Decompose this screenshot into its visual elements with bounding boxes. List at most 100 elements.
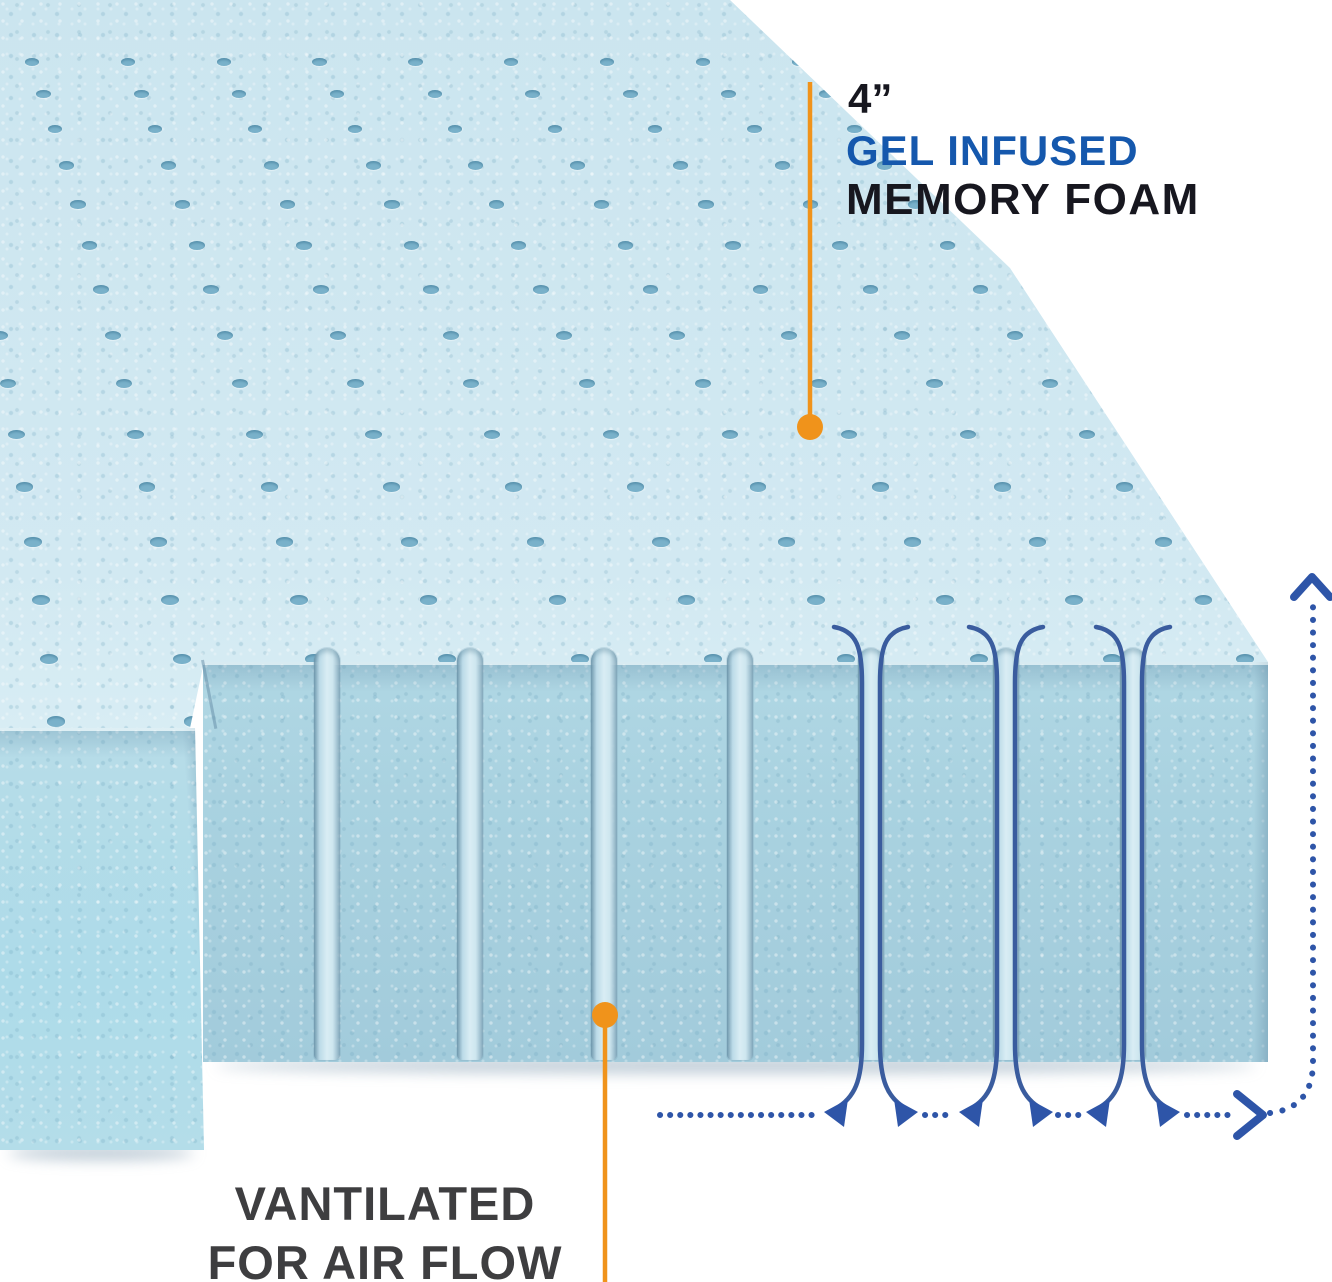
ventilation-hole [312, 58, 327, 66]
ventilation-hole [161, 594, 179, 605]
memory-foam-label: MEMORY FOAM [846, 175, 1200, 224]
ventilation-hole [0, 330, 8, 340]
ventilation-hole [721, 429, 739, 439]
ventilation-hole [39, 654, 58, 665]
ventilation-hole [1078, 429, 1096, 439]
ventilation-hole [623, 90, 638, 99]
ventilation-hole [832, 241, 848, 251]
ventilation-hole [246, 429, 263, 439]
arrowhead-left [959, 1099, 983, 1127]
ventilation-hole [189, 241, 205, 251]
ventilation-hole [70, 200, 86, 209]
ventilation-hole [330, 330, 347, 340]
ventilation-hole [32, 594, 50, 605]
ventilation-hole [593, 200, 609, 209]
ventilation-hole [59, 161, 74, 170]
ventilation-hole [969, 654, 988, 665]
ventilation-hole [599, 58, 615, 66]
ventilation-hole [1154, 537, 1173, 547]
right-chevron-icon [1233, 1090, 1267, 1140]
ventilation-hole [463, 379, 480, 389]
ventilation-hole [695, 58, 711, 66]
ventilation-hole [510, 241, 527, 251]
size-callout-line [797, 82, 823, 440]
ventilation-hole [668, 330, 685, 340]
ventilation-hole [505, 482, 522, 492]
ventilation-hole [547, 124, 563, 133]
ventilation-hole [694, 379, 712, 389]
ventilation-hole [672, 161, 688, 170]
ventilation-hole [365, 429, 382, 439]
ventilation-hole [216, 58, 231, 66]
ventilation-hole [877, 161, 892, 170]
ventilation-hole [147, 124, 163, 133]
ventilation-hole [47, 124, 63, 133]
ventilation-hole [907, 200, 923, 209]
ventilation-hole [47, 716, 66, 727]
ventilation-hole [489, 200, 505, 209]
ventilated-label-line1: VANTILATED [234, 1177, 536, 1230]
gel-infused-label: GEL INFUSED [846, 127, 1139, 174]
ventilation-hole [347, 379, 364, 389]
ventilation-hole [1235, 654, 1254, 665]
ventilation-hole [81, 241, 98, 251]
arrowhead-left [824, 1099, 848, 1127]
air-channel-groove [314, 648, 340, 1060]
ventilated-label-line2: FOR AIR FLOW [207, 1236, 563, 1282]
ventilation-hole [704, 654, 722, 665]
ventilation-hole [903, 537, 921, 547]
ventilation-hole [818, 90, 834, 99]
ventilation-hole [725, 241, 741, 251]
ventilation-hole [993, 482, 1011, 492]
arrowhead-right [1029, 1099, 1053, 1127]
ventilation-hole [555, 330, 572, 340]
ventilation-hole [260, 482, 278, 492]
ventilation-hole [1065, 594, 1083, 605]
size-callout-dot [797, 414, 823, 440]
ventilation-hole [571, 654, 590, 665]
ventilation-hole [1102, 654, 1121, 665]
ventilation-hole [115, 379, 133, 389]
air-channel-groove [591, 648, 617, 1060]
ventilation-hole [617, 241, 634, 251]
ventilation-hole [24, 537, 42, 547]
ventilation-hole [438, 654, 457, 665]
ventilation-hole [296, 241, 312, 251]
ventilation-hole [36, 90, 51, 99]
ventilation-hole [175, 200, 191, 209]
ventilation-hole [939, 241, 956, 251]
ventilation-hole [247, 124, 263, 133]
ventilation-hole [149, 537, 168, 547]
ventilation-hole [698, 200, 714, 209]
ventilation-hole [871, 482, 889, 492]
ventilation-hole [403, 241, 419, 251]
ventilation-hole [602, 429, 620, 439]
ventilation-hole [172, 654, 191, 665]
ventilation-hole [8, 429, 25, 439]
ventilation-hole [161, 161, 177, 170]
ventilation-hole [24, 58, 40, 66]
arrowhead-right [1156, 1099, 1180, 1127]
ventilation-hole [447, 124, 463, 133]
ventilation-hole [290, 594, 308, 605]
up-chevron-icon [1290, 573, 1332, 601]
ventilation-hole [1116, 482, 1133, 492]
ventilation-hole [275, 537, 293, 547]
airflow-dotted-path [657, 573, 1332, 1140]
vent-callout-line [592, 1002, 618, 1282]
arrowhead-right [894, 1099, 918, 1127]
ventilation-hole [642, 285, 659, 294]
ventilation-hole [525, 90, 540, 99]
ventilation-hole [384, 200, 400, 209]
ventilation-hole [468, 161, 483, 170]
ventilation-hole [104, 330, 121, 340]
ventilation-hole [1006, 330, 1023, 340]
ventilation-hole [408, 58, 423, 66]
ventilation-hole [120, 58, 136, 66]
ventilation-hole [777, 537, 796, 547]
ventilation-hole [677, 594, 696, 605]
ventilation-hole [504, 58, 519, 66]
edge-shading [0, 728, 204, 1150]
ventilation-hole [1042, 379, 1059, 389]
